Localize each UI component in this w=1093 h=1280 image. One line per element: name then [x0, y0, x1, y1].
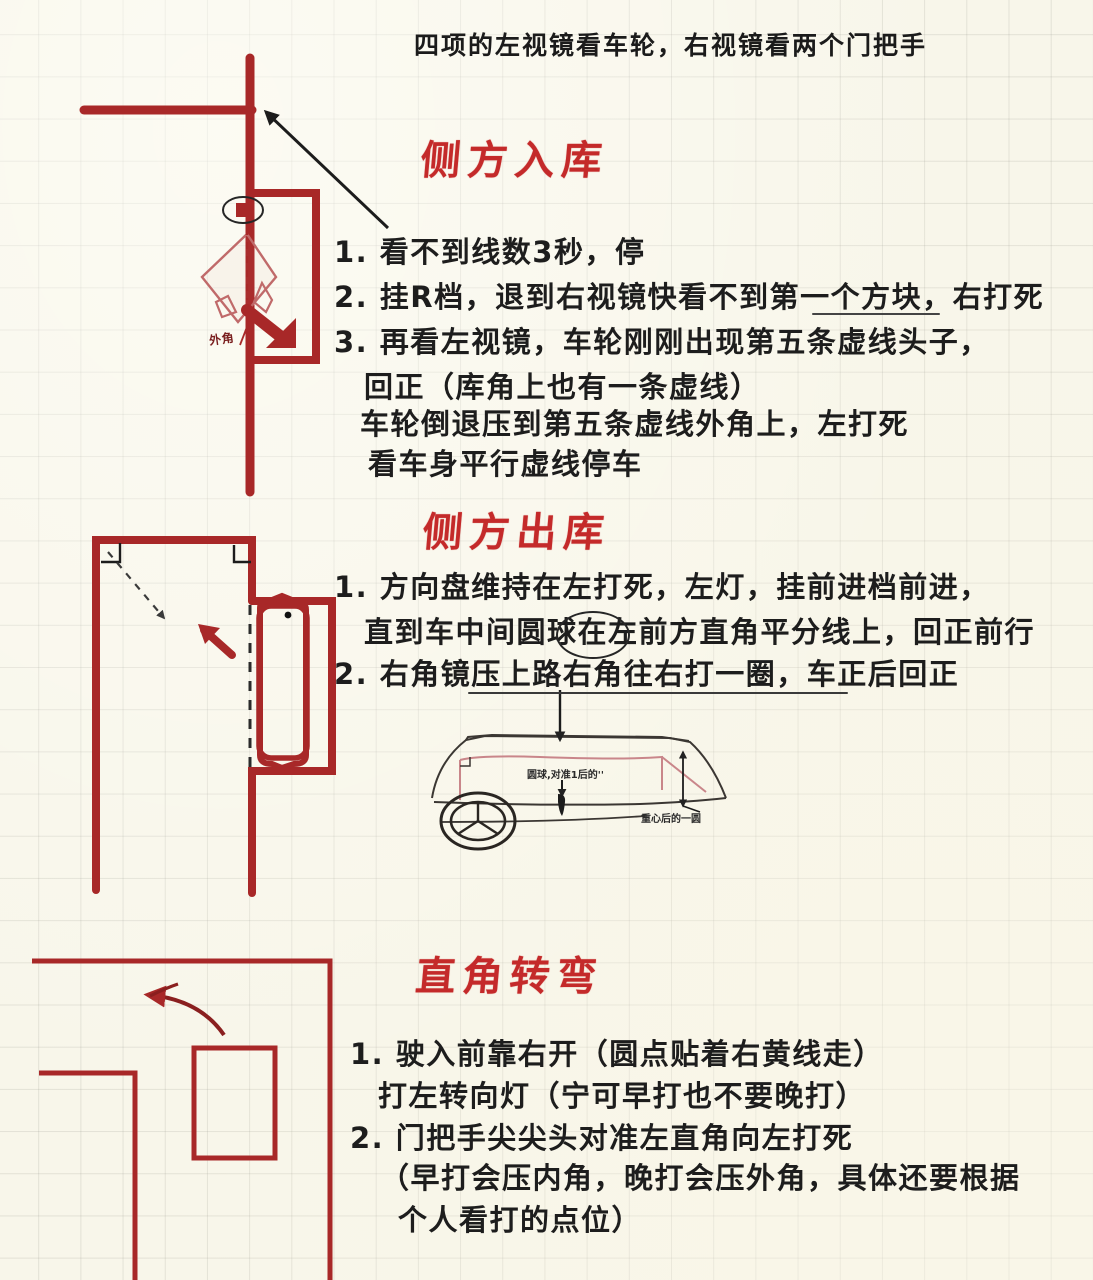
underline-press-right-corner — [468, 692, 848, 694]
section-1-line-4: 回正（库角上也有一条虚线） — [364, 370, 761, 404]
section-3-line-5: 个人看打的点位） — [398, 1203, 643, 1237]
section-title-side-parking-in: 侧方入库 — [418, 138, 611, 184]
section-title-right-angle-turn: 直角转弯 — [413, 954, 606, 1000]
section-1-line-5: 车轮倒退压到第五条虚线外角上，左打死 — [360, 407, 910, 441]
section-1-line-6: 看车身平行虚线停车 — [368, 447, 643, 481]
section-2-line-2: 直到车中间圆球在左前方直角平分线上，回正前行 — [364, 615, 1036, 649]
header-note: 四项的左视镜看车轮，右视镜看两个门把手 — [414, 31, 928, 60]
section-1-line-2: 2. 挂R档，退到右视镜快看不到第一个方块，右打死 — [334, 280, 1045, 314]
underline-first-block — [812, 313, 940, 315]
diagram-1-label-outer-corner: 外角 — [208, 330, 235, 348]
car-sketch-note-ball: 圆球,对准1后的'' — [527, 770, 604, 781]
car-sketch-note-center: 重心后的一圆 — [641, 814, 701, 825]
section-3-line-3: 2. 门把手尖尖头对准左直角向左打死 — [350, 1121, 854, 1155]
section-3-line-4: （早打会压内角，晚打会压外角，具体还要根据 — [380, 1161, 1021, 1195]
section-3-line-1: 1. 驶入前靠右开（圆点贴着右黄线走） — [350, 1037, 884, 1071]
section-2-line-1: 1. 方向盘维持在左打死，左灯，挂前进档前进， — [334, 570, 990, 604]
section-2-line-3: 2. 右角镜压上路右角往右打一圈，车正后回正 — [334, 657, 960, 691]
section-title-side-parking-out: 侧方出库 — [420, 510, 613, 556]
section-1-line-1: 1. 看不到线数3秒，停 — [334, 235, 646, 269]
section-3-line-2: 打左转向灯（宁可早打也不要晚打） — [378, 1079, 867, 1113]
section-1-line-3: 3. 再看左视镜，车轮刚刚出现第五条虚线头子， — [334, 325, 990, 359]
